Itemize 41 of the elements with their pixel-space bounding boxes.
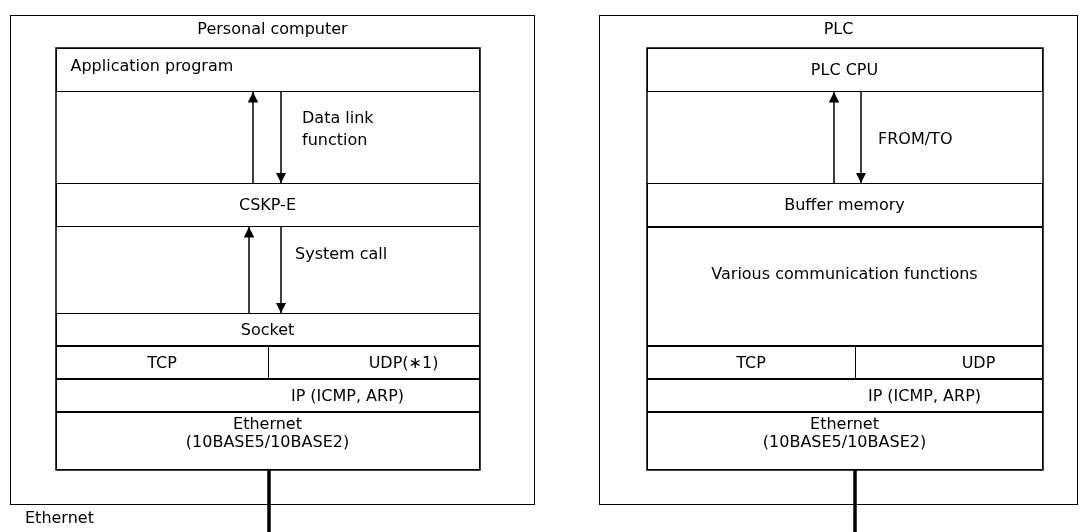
layer-label: Buffer memory <box>784 195 905 214</box>
layer-box <box>55 47 480 92</box>
layer-box <box>646 345 856 379</box>
device-title: Personal computer <box>197 20 348 38</box>
layer-label: Ethernet (10BASE5/10BASE2) <box>184 414 351 451</box>
layer-box <box>55 312 480 346</box>
arrow <box>828 91 840 184</box>
layer-label: Various communication functions <box>710 264 979 283</box>
device-box <box>10 15 535 505</box>
cable-line <box>267 470 271 532</box>
layer-label: UDP <box>961 353 996 372</box>
layer-label: IP (ICMP, ARP) <box>867 386 982 405</box>
layer-box <box>646 378 1043 412</box>
layer-box <box>55 345 269 379</box>
layer-label: PLC CPU <box>810 60 879 79</box>
layer-label: UDP(∗1) <box>368 353 439 372</box>
network-label: Ethernet <box>25 508 94 527</box>
cable-line <box>853 470 857 532</box>
layer-box <box>267 345 480 379</box>
device-box <box>599 15 1078 505</box>
arrow <box>275 91 287 184</box>
layer-box <box>646 182 1043 227</box>
layer-label: CSKP-E <box>239 195 296 214</box>
layer-box <box>55 378 480 412</box>
layer-box <box>854 345 1043 379</box>
arrow <box>247 91 259 184</box>
layer-box <box>55 411 480 470</box>
arrow <box>855 91 867 184</box>
layer-box <box>55 182 480 227</box>
device-title: PLC <box>823 20 854 38</box>
layer-box <box>646 47 1043 92</box>
layer-label: Socket <box>240 320 295 339</box>
arrow <box>243 226 255 314</box>
arrow <box>275 226 287 314</box>
layer-label: TCP <box>736 353 766 372</box>
layer-box <box>646 411 1043 470</box>
layer-label: Ethernet (10BASE5/10BASE2) <box>761 414 928 451</box>
layer-label: TCP <box>147 353 177 372</box>
layer-label: IP (ICMP, ARP) <box>290 386 405 405</box>
layer-label: Application program <box>70 56 234 75</box>
layer-box <box>646 226 1043 346</box>
